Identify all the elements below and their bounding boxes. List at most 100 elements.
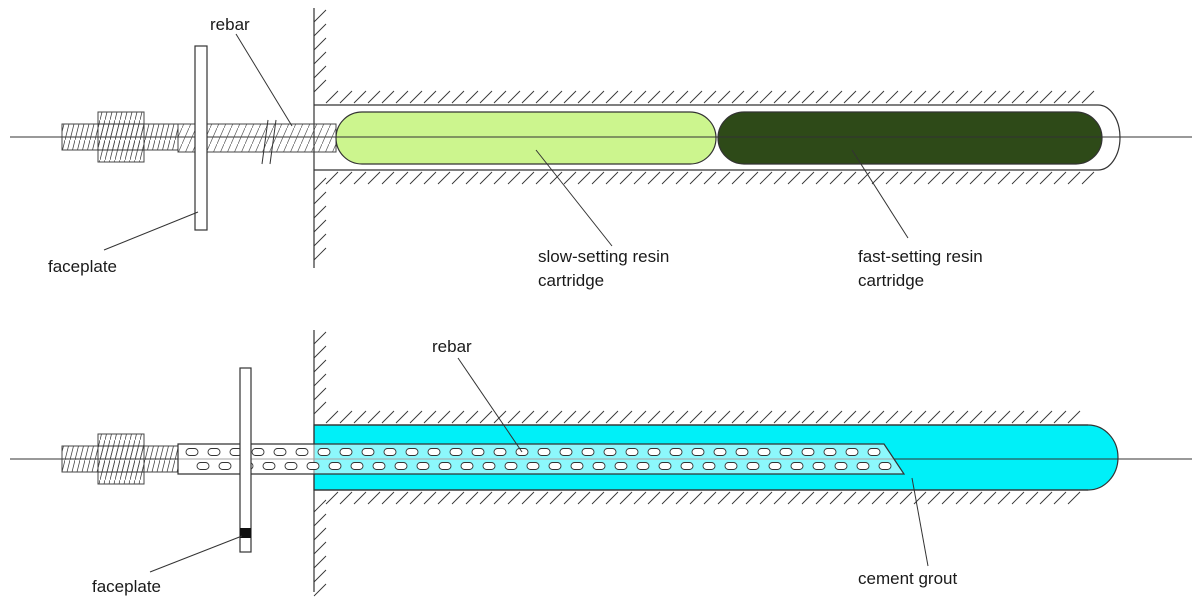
perforation-hole [295,448,309,456]
perforation-hole [482,462,496,470]
hatch-mark [955,90,969,104]
hatch-mark [647,90,661,104]
hatch-mark [313,247,327,261]
hatch-mark [313,569,327,583]
perforation-hole [394,462,408,470]
hatch-mark [871,90,885,104]
hatch-mark [493,90,507,104]
hatch-mark [829,90,843,104]
perforation-hole [273,448,287,456]
hatch-mark [1025,90,1039,104]
hatch-mark [367,491,381,505]
hatch-mark [871,491,885,505]
hatch-mark [591,491,605,505]
hatch-mark [353,171,367,185]
hatch-mark [313,583,327,597]
hatch-mark [465,491,479,505]
hatch-mark [787,491,801,505]
hatch-mark [325,171,339,185]
hatch-mark [313,499,327,513]
hatch-mark [955,491,969,505]
hatch-mark [675,171,689,185]
hatch-mark [759,491,773,505]
hatch-mark [703,171,717,185]
hatch-mark [1067,491,1081,505]
hatch-mark [801,171,815,185]
hatch-mark [1025,410,1039,424]
hatch-mark [969,90,983,104]
hatch-mark [703,410,717,424]
bottom-faceplate-label: faceplate [92,577,161,596]
hatch-mark [913,90,927,104]
perforation-hole [262,462,276,470]
perforation-hole [405,448,419,456]
hatch-mark [899,491,913,505]
perforation-hole [724,462,738,470]
hatch-mark [563,90,577,104]
hatch-mark [1081,90,1095,104]
perforation-hole [493,448,507,456]
perforation-hole [746,462,760,470]
hatch-mark [313,541,327,555]
hatch-mark [731,171,745,185]
hatch-mark [717,410,731,424]
hatch-mark [773,90,787,104]
fast-resin-label-line1: fast-setting resin [858,247,983,266]
hatch-mark [983,171,997,185]
hatch-mark [577,90,591,104]
hatch-mark [773,171,787,185]
hatch-mark [927,90,941,104]
hatch-mark [465,410,479,424]
fast-resin-label-line2: cartridge [858,271,924,290]
hatch-mark [1011,410,1025,424]
hatch-mark [563,171,577,185]
hatch-mark [661,491,675,505]
hatch-mark [1039,491,1053,505]
cement-grout-leader [911,477,929,567]
top-borehole-hatch [325,90,1095,185]
hatch-mark [313,513,327,527]
hatch-mark [885,90,899,104]
hatch-mark [969,171,983,185]
hatch-mark [717,171,731,185]
hatch-mark [1053,410,1067,424]
hatch-mark [535,410,549,424]
top-rebar-leader [235,33,293,127]
hatch-mark [787,410,801,424]
hatch-mark [829,491,843,505]
perforation-hole [834,462,848,470]
hatch-mark [857,491,871,505]
hatch-mark [605,171,619,185]
hatch-mark [367,171,381,185]
perforation-hole [691,448,705,456]
hatch-mark [829,171,843,185]
hatch-mark [521,171,535,185]
hatch-mark [507,410,521,424]
hatch-mark [815,491,829,505]
hatch-mark [759,410,773,424]
hatch-mark [437,491,451,505]
perforation-hole [317,448,331,456]
hatch-mark [353,90,367,104]
hatch-mark [647,171,661,185]
hatch-mark [577,491,591,505]
perforation-hole [658,462,672,470]
perforation-hole [306,462,320,470]
hatch-mark [313,373,327,387]
hatch-mark [339,410,353,424]
hatch-mark [717,491,731,505]
bottom-wall-hatch [313,331,327,597]
perforation-hole [790,462,804,470]
hatch-mark [955,410,969,424]
hatch-mark [493,491,507,505]
hatch-mark [1067,90,1081,104]
perforation-hole [251,448,265,456]
top-faceplate [194,45,208,231]
hatch-mark [313,191,327,205]
hatch-mark [675,491,689,505]
hatch-mark [325,491,339,505]
hatch-mark [409,90,423,104]
perforation-hole [504,462,518,470]
hatch-mark [423,90,437,104]
hatch-mark [325,410,339,424]
